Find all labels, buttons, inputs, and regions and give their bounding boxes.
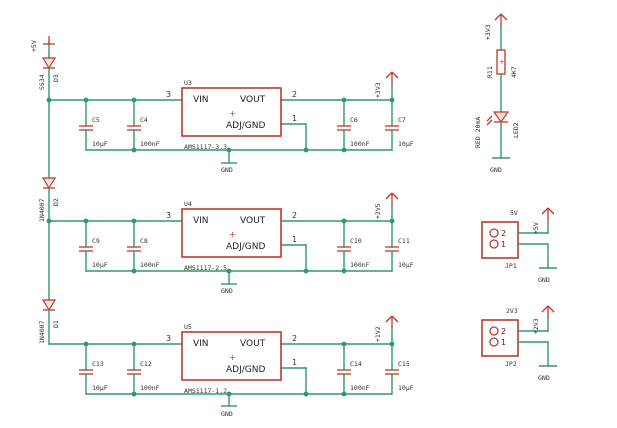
- connector-jp2[interactable]: 2 1 JP2 2V3 +2V3 GND: [481, 305, 557, 382]
- cap-label: C15: [398, 360, 410, 368]
- cap-value: 10µF: [398, 384, 414, 392]
- diode-d2-value: 1N4007: [38, 198, 46, 222]
- cap-value: 10µF: [92, 384, 108, 392]
- cap-label: C13: [92, 360, 104, 368]
- pin-number: 2: [292, 90, 297, 99]
- led-value: RED 20mA: [474, 117, 482, 148]
- cap-value: 100nF: [350, 140, 370, 148]
- vout-pin-label: VOUT: [240, 339, 266, 349]
- resistor-value: 4K7: [510, 66, 518, 78]
- connector-jp1[interactable]: 2 1 JP1 5V +5V GND: [481, 207, 557, 284]
- diode-d3-value: SS34: [38, 74, 46, 90]
- regulator-ref: U3: [184, 79, 192, 87]
- adj-pin-label: ADJ/GND: [226, 365, 265, 375]
- cap-value: 100nF: [350, 261, 370, 269]
- cap-value: 10µF: [398, 261, 414, 269]
- svg-text:+: +: [229, 109, 236, 118]
- cap-label: C12: [140, 360, 152, 368]
- vin-pin-label: VIN: [193, 339, 209, 349]
- cap-label: C8: [140, 237, 148, 245]
- supply-out-2v5: +2V5: [374, 192, 399, 219]
- cap-label: C7: [398, 116, 406, 124]
- led-indicator: +3V3 + R11 4K7 RED 20mA LED2 GND: [474, 13, 520, 174]
- pin-number: 1: [292, 358, 297, 367]
- diode-d3-ref: D3: [52, 74, 60, 82]
- gnd-label: GND: [538, 374, 550, 382]
- pin-number: 2: [292, 334, 297, 343]
- regulator-ref: U5: [184, 323, 192, 331]
- cap-label: C11: [398, 237, 410, 245]
- pin-number: 3: [166, 211, 171, 220]
- cap-label: C9: [92, 237, 100, 245]
- pin-number: 2: [501, 327, 506, 336]
- regulator-row-3: C13 10µF C12 100nF C14 100nF C15 10µF VI…: [48, 315, 414, 418]
- cap-value: 100nF: [350, 384, 370, 392]
- regulator-row-1: C5 10µF C4 100nF C6 100nF C7 10µF VIN VO…: [46, 71, 414, 174]
- svg-text:+: +: [229, 230, 236, 239]
- gnd-label: GND: [490, 166, 502, 174]
- cap-value: 100nF: [140, 140, 160, 148]
- resistor-ref: R11: [486, 66, 494, 78]
- cap-label: C10: [350, 237, 362, 245]
- gnd-label: GND: [538, 276, 550, 284]
- net-label: 2V3: [506, 307, 518, 315]
- led-ref: LED2: [512, 122, 520, 138]
- diode-d1-ref: D1: [52, 320, 60, 328]
- diode-d1-value: 1N4007: [38, 320, 46, 344]
- svg-text:+: +: [229, 353, 236, 362]
- cap-label: C4: [140, 116, 148, 124]
- net-label: 5V: [510, 209, 518, 217]
- gnd-label: GND: [221, 166, 233, 174]
- led-2[interactable]: RED 20mA LED2: [474, 111, 520, 148]
- diode-d2-ref: D2: [52, 198, 60, 206]
- cap-value: 10µF: [398, 140, 414, 148]
- regulator-u4[interactable]: VIN VOUT ADJ/GND + U4 AMS1117-2.5 3 2 1: [166, 200, 297, 272]
- supply-out-3v3: +3V3: [374, 71, 399, 98]
- pin-number: 3: [166, 90, 171, 99]
- regulator-u5[interactable]: VIN VOUT ADJ/GND + U5 AMS1117-1.2 3 2 1: [166, 323, 297, 395]
- svg-text:+: +: [499, 58, 505, 66]
- regulator-value: AMS1117-2.5: [184, 264, 227, 272]
- gnd-label: GND: [221, 287, 233, 295]
- adj-pin-label: ADJ/GND: [226, 242, 265, 252]
- pin-number: 1: [292, 235, 297, 244]
- regulator-row-2: C9 10µF C8 100nF C10 100nF C11 10µF VIN …: [46, 192, 414, 295]
- cap-value: 100nF: [140, 261, 160, 269]
- supply-out-1v2: +1V2: [374, 315, 399, 342]
- regulator-ref: U4: [184, 200, 192, 208]
- cap-label: C5: [92, 116, 100, 124]
- connector-supply-label: +2V3: [532, 318, 540, 334]
- cap-value: 10µF: [92, 140, 108, 148]
- pin-number: 1: [292, 114, 297, 123]
- connector-ref: JP1: [505, 262, 517, 270]
- vin-pin-label: VIN: [193, 95, 209, 105]
- pin-number: 1: [501, 338, 506, 347]
- pin-number: 3: [166, 334, 171, 343]
- connector-ref: JP2: [505, 360, 517, 368]
- regulator-value: AMS1117-3.3: [184, 143, 227, 151]
- cap-label: C6: [350, 116, 358, 124]
- led-supply-label: +3V3: [484, 24, 492, 40]
- pin-number: 1: [501, 240, 506, 249]
- input-supply: +5V: [30, 36, 55, 59]
- resistor-r11[interactable]: + R11 4K7: [486, 49, 518, 78]
- adj-pin-label: ADJ/GND: [226, 121, 265, 131]
- gnd-label: GND: [221, 410, 233, 418]
- supply-out-label: +2V5: [374, 203, 382, 219]
- cap-value: 10µF: [92, 261, 108, 269]
- connector-supply-label: +5V: [532, 222, 540, 234]
- regulator-value: AMS1117-1.2: [184, 387, 227, 395]
- supply-out-label: +3V3: [374, 82, 382, 98]
- supply-in-label: +5V: [30, 40, 38, 52]
- pin-number: 2: [292, 211, 297, 220]
- pin-number: 2: [501, 229, 506, 238]
- vout-pin-label: VOUT: [240, 95, 266, 105]
- cap-label: C14: [350, 360, 362, 368]
- vout-pin-label: VOUT: [240, 216, 266, 226]
- regulator-u3[interactable]: VIN VOUT ADJ/GND + U3 AMS1117-3.3 3 2 1: [166, 79, 297, 151]
- cap-value: 100nF: [140, 384, 160, 392]
- vin-pin-label: VIN: [193, 216, 209, 226]
- supply-out-label: +1V2: [374, 326, 382, 342]
